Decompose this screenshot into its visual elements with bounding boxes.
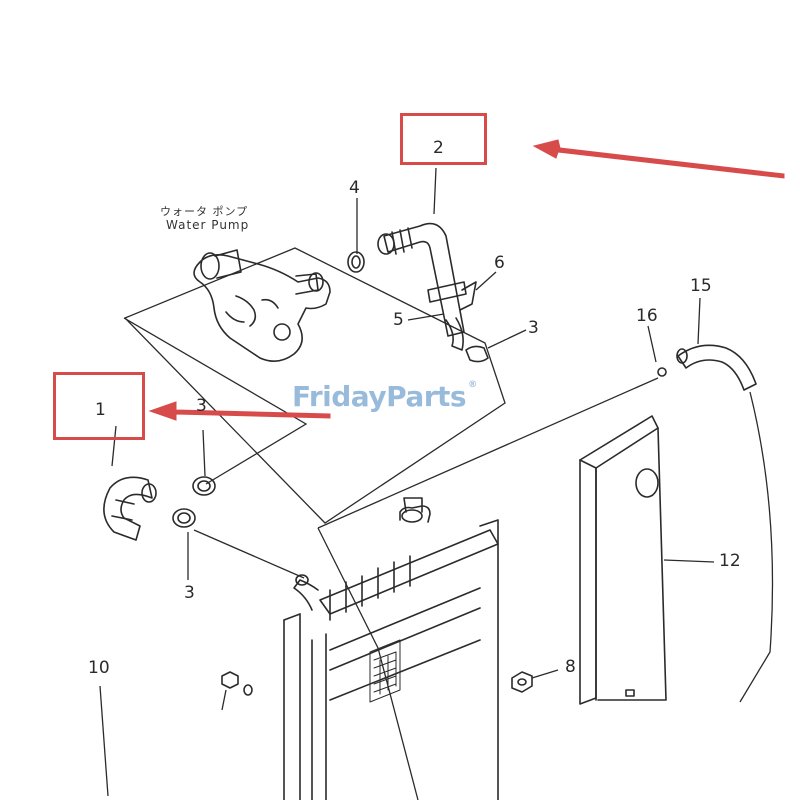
highlight-box-part-2 [400,113,487,165]
clamp-3-upper-part [465,345,489,363]
callout-12: 12 [719,551,741,571]
hose-2-part [377,222,467,351]
bolt-part [221,671,253,696]
callout-15: 15 [690,276,712,296]
callout-8: 8 [565,657,576,677]
clamp-3-lower-part [172,476,216,528]
highlight-box-part-1 [53,372,145,440]
callout-6: 6 [494,253,505,273]
callout-10: 10 [88,658,110,678]
bracket-6-part [459,281,477,311]
water-pump-part [193,249,331,362]
water-pump-label-en: Water Pump [166,218,250,232]
highlight-arrows [148,139,785,421]
arrow-to-part-2 [532,139,785,179]
callout-1: 1 [95,400,106,420]
callout-16: 16 [636,306,658,326]
watermark-logo: FridayParts® [292,380,477,413]
watermark-friday: Friday [292,380,387,413]
leader-lines [99,167,774,800]
callout-3-lower: 3 [184,583,195,603]
nut-8-part [511,671,533,693]
callout-4: 4 [349,178,360,198]
callout-5: 5 [393,310,404,330]
clamp-4-part [347,251,365,273]
callout-3-upper: 3 [528,318,539,338]
callout-3-middle: 3 [196,396,207,416]
arrow-to-part-1 [148,401,331,421]
radiator-part [283,497,499,800]
watermark-registered: ® [468,380,477,390]
hose-15-part [676,344,757,391]
watermark-parts: Parts [386,380,467,413]
water-pump-label-jp: ウォータ ポンプ [160,205,249,218]
clip-16-part [657,367,667,377]
hose-1-part [103,476,157,541]
panel-12-part [579,415,667,705]
callout-2: 2 [433,138,444,158]
